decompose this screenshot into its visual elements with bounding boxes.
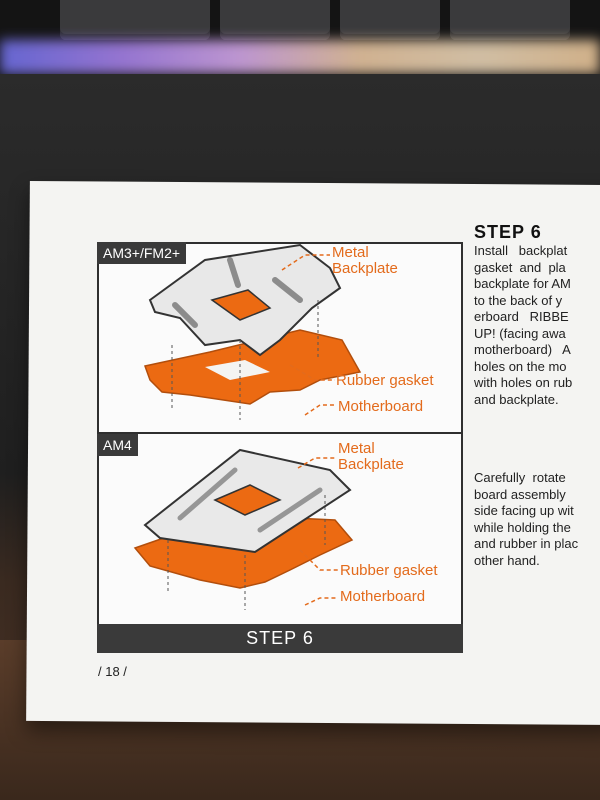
diagram-divider bbox=[97, 432, 463, 434]
label-motherboard-top: Motherboard bbox=[338, 398, 424, 415]
label-rubber-gasket-top: Rubber gasket bbox=[336, 372, 434, 389]
backplate-center-cutout bbox=[210, 289, 272, 321]
instruction-paragraph-2: Carefully rotate board assembly side fac… bbox=[474, 470, 579, 568]
label-motherboard-bottom: Motherboard bbox=[340, 588, 426, 605]
instruction-paragraph-1: Install backplat gasket and pla backplat… bbox=[474, 243, 573, 407]
label-rubber-gasket-bottom: Rubber gasket bbox=[340, 562, 438, 579]
backplate-center-cutout bbox=[213, 484, 282, 516]
keycap bbox=[340, 0, 440, 40]
am3-fm2-tag: AM3+/FM2+ bbox=[97, 242, 187, 264]
keycap bbox=[60, 0, 210, 40]
diagram-footer: STEP 6 bbox=[97, 624, 463, 653]
gasket-cutout bbox=[205, 360, 270, 380]
keycap bbox=[220, 0, 330, 40]
label-metal-backplate-top: Metal Backplate bbox=[332, 244, 398, 277]
keycap bbox=[450, 0, 570, 40]
page-number: / 18 / bbox=[98, 664, 127, 679]
label-metal-backplate-bottom: Metal Backplate bbox=[338, 440, 404, 473]
step-title: STEP 6 bbox=[474, 222, 542, 242]
am4-tag: AM4 bbox=[97, 434, 138, 456]
keyboard-rgb-glow bbox=[0, 40, 600, 74]
